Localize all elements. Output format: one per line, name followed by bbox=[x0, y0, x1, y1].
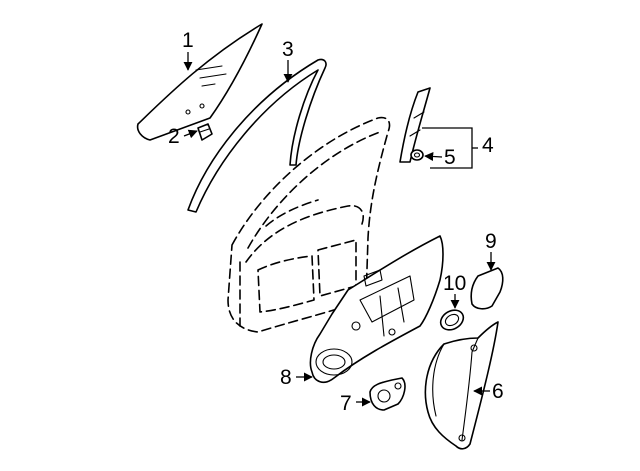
door-module-panel-part[interactable] bbox=[309, 235, 444, 384]
callout-9: 9 bbox=[485, 230, 497, 271]
callout-7: 7 bbox=[340, 392, 371, 415]
bolt-part[interactable] bbox=[410, 149, 424, 161]
glass-run-channel-part[interactable] bbox=[187, 58, 327, 213]
plug-part[interactable] bbox=[437, 306, 467, 334]
glass-clip-part[interactable] bbox=[197, 123, 213, 141]
callout-2: 2 bbox=[168, 125, 198, 148]
svg-text:10: 10 bbox=[443, 272, 466, 295]
callout-3: 3 bbox=[282, 38, 294, 83]
svg-text:2: 2 bbox=[168, 125, 180, 148]
callout-1: 1 bbox=[182, 29, 194, 71]
callout-5: 5 bbox=[424, 146, 456, 169]
svg-text:3: 3 bbox=[282, 38, 294, 61]
window-regulator-part[interactable] bbox=[424, 321, 499, 450]
svg-text:6: 6 bbox=[492, 380, 504, 403]
svg-text:7: 7 bbox=[340, 392, 352, 415]
svg-text:5: 5 bbox=[444, 146, 456, 169]
svg-text:1: 1 bbox=[182, 29, 194, 52]
window-motor-part[interactable] bbox=[369, 377, 406, 411]
svg-text:9: 9 bbox=[485, 230, 497, 253]
callout-4: 4 bbox=[422, 127, 494, 169]
callout-10: 10 bbox=[443, 272, 466, 309]
seal-part[interactable] bbox=[470, 267, 504, 310]
callout-8: 8 bbox=[280, 366, 313, 389]
rear-sash-part[interactable] bbox=[399, 87, 431, 163]
svg-text:8: 8 bbox=[280, 366, 292, 389]
svg-text:4: 4 bbox=[482, 134, 494, 157]
callout-6: 6 bbox=[473, 380, 504, 403]
door-glass-part[interactable] bbox=[136, 23, 263, 141]
